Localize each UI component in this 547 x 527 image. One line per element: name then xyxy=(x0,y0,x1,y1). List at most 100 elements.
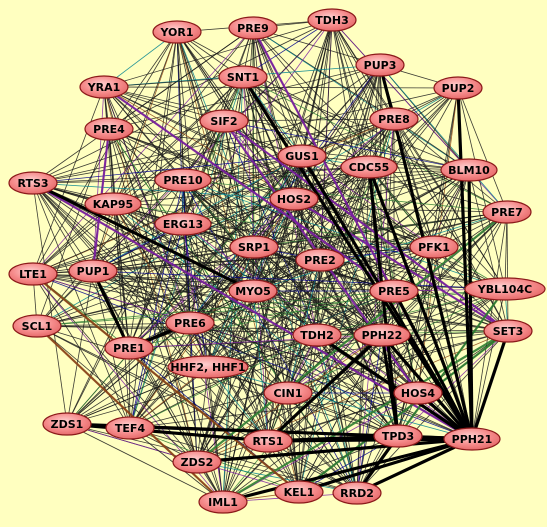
node-label: CIN1 xyxy=(273,387,302,400)
edge xyxy=(112,31,178,205)
node-RTS1[interactable]: RTS1 xyxy=(243,429,293,453)
node-PUP3[interactable]: PUP3 xyxy=(355,53,405,77)
edge xyxy=(32,182,399,437)
node-PRE4[interactable]: PRE4 xyxy=(84,117,134,141)
node-RRD2[interactable]: RRD2 xyxy=(332,481,382,505)
edge xyxy=(293,198,435,248)
node-BLM10[interactable]: BLM10 xyxy=(440,158,498,182)
node-PRE1[interactable]: PRE1 xyxy=(104,336,154,360)
node-PRE8[interactable]: PRE8 xyxy=(369,107,419,131)
node-label: PPH22 xyxy=(362,329,403,342)
node-PRE5[interactable]: PRE5 xyxy=(369,279,419,303)
node-YOR1[interactable]: YOR1 xyxy=(152,20,202,44)
edge xyxy=(36,246,255,327)
edge xyxy=(32,273,254,292)
node-label: KAP95 xyxy=(93,198,133,211)
edge-heavy xyxy=(380,334,400,437)
node-label: SET3 xyxy=(493,325,524,338)
edge xyxy=(112,120,225,205)
edge xyxy=(196,334,318,463)
node-HOS2[interactable]: HOS2 xyxy=(269,187,319,211)
node-ZDS1[interactable]: ZDS1 xyxy=(42,412,92,436)
edge xyxy=(32,273,131,429)
edge xyxy=(182,223,209,368)
node-SET3[interactable]: SET3 xyxy=(483,319,533,343)
node-HHF2-HHF1[interactable]: HHF2, HHF1 xyxy=(167,355,249,379)
node-label: PUP3 xyxy=(364,59,397,72)
edge xyxy=(32,169,470,275)
node-TPD3[interactable]: TPD3 xyxy=(373,424,423,448)
node-label: KEL1 xyxy=(284,486,315,499)
node-CDC55[interactable]: CDC55 xyxy=(340,155,398,179)
node-GUS1[interactable]: GUS1 xyxy=(277,144,327,168)
node-label: ZDS2 xyxy=(181,456,214,469)
edge xyxy=(207,330,509,368)
edge xyxy=(32,118,395,275)
node-PRE2[interactable]: PRE2 xyxy=(295,248,345,272)
edge-heavy xyxy=(266,333,384,443)
node-SRP1[interactable]: SRP1 xyxy=(229,235,279,259)
edge xyxy=(252,290,509,332)
node-MYO5[interactable]: MYO5 xyxy=(228,279,278,303)
node-PPH21[interactable]: PPH21 xyxy=(443,427,501,451)
edge-colored xyxy=(298,330,509,493)
edge xyxy=(182,179,508,213)
edge xyxy=(32,182,94,272)
node-TEF4[interactable]: TEF4 xyxy=(105,416,155,440)
node-KAP95[interactable]: KAP95 xyxy=(84,192,142,216)
edge xyxy=(129,31,178,429)
node-label: TPD3 xyxy=(382,430,414,443)
node-label: CDC55 xyxy=(349,161,390,174)
node-RTS3[interactable]: RTS3 xyxy=(8,171,58,195)
node-LTE1[interactable]: LTE1 xyxy=(8,262,58,286)
node-label: PRE5 xyxy=(378,285,410,298)
node-IML1[interactable]: IML1 xyxy=(198,490,248,514)
node-SNT1[interactable]: SNT1 xyxy=(218,65,268,89)
node-label: TDH2 xyxy=(300,329,334,342)
node-SCL1[interactable]: SCL1 xyxy=(12,314,62,338)
edge xyxy=(223,120,300,493)
node-TDH2[interactable]: TDH2 xyxy=(292,323,342,347)
node-label: SNT1 xyxy=(227,71,259,84)
node-PRE10[interactable]: PRE10 xyxy=(154,168,212,192)
node-label: ZDS1 xyxy=(51,418,84,431)
node-PUP2[interactable]: PUP2 xyxy=(433,76,483,100)
node-TDH3[interactable]: TDH3 xyxy=(307,8,357,32)
node-PUP1[interactable]: PUP1 xyxy=(68,259,118,283)
edge xyxy=(32,182,191,324)
edge xyxy=(32,182,295,200)
node-YRA1[interactable]: YRA1 xyxy=(79,75,129,99)
edge-heavy xyxy=(467,169,474,440)
node-KEL1[interactable]: KEL1 xyxy=(274,480,324,504)
edge xyxy=(112,76,244,205)
edge-heavy xyxy=(222,437,473,504)
node-PRE9[interactable]: PRE9 xyxy=(228,16,278,40)
edge xyxy=(242,76,370,168)
edge xyxy=(92,211,508,272)
node-CIN1[interactable]: CIN1 xyxy=(263,381,313,405)
edge xyxy=(36,290,395,327)
node-PPH22[interactable]: PPH22 xyxy=(353,323,411,347)
edge xyxy=(128,246,255,349)
node-layer: YOR1 PRE9 TDH3 PUP3 PUP2 SNT1 YRA1 PRE8 … xyxy=(8,8,546,514)
edge xyxy=(92,246,255,272)
node-label: PRE4 xyxy=(93,123,125,136)
node-label: TEF4 xyxy=(115,422,146,435)
node-PRE6[interactable]: PRE6 xyxy=(165,311,215,335)
node-ZDS2[interactable]: ZDS2 xyxy=(172,450,222,474)
edge xyxy=(457,87,508,213)
edge-layer xyxy=(32,19,510,504)
edge-heavy xyxy=(32,181,254,293)
edge xyxy=(36,322,191,327)
edge-heavy xyxy=(91,270,131,349)
node-SIF2[interactable]: SIF2 xyxy=(199,109,249,133)
node-label: RTS3 xyxy=(17,177,48,190)
edge xyxy=(129,330,509,429)
node-HOS4[interactable]: HOS4 xyxy=(393,381,443,405)
node-PRE7[interactable]: PRE7 xyxy=(482,200,532,224)
node-ERG13[interactable]: ERG13 xyxy=(154,212,212,236)
edge xyxy=(504,211,508,290)
edge xyxy=(32,182,131,429)
node-YBL104C[interactable]: YBL104C xyxy=(464,277,546,301)
node-PFK1[interactable]: PFK1 xyxy=(409,235,459,259)
